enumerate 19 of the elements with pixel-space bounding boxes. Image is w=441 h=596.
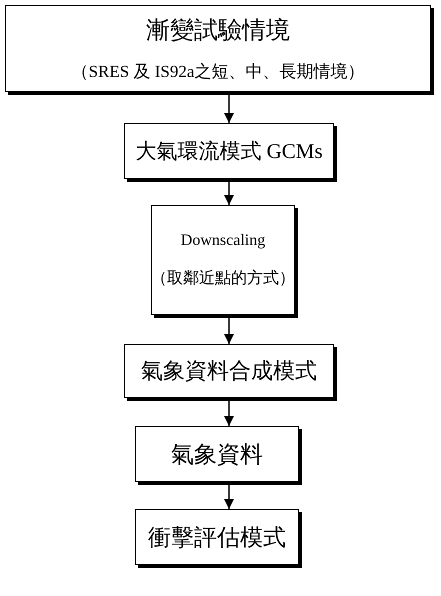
process-box [151, 205, 295, 315]
box-title: 大氣環流模式 GCMs [135, 138, 323, 165]
box-title: 漸變試驗情境 [146, 16, 290, 46]
arrow [224, 485, 234, 509]
process-box [135, 426, 299, 482]
box-subtitle: （取鄰近點的方式） [151, 268, 295, 288]
arrow [224, 95, 234, 123]
process-box [5, 5, 431, 92]
box-title: Downscaling [180, 232, 266, 250]
box-subtitle: （SRES 及 IS92a之短、中、長期情境） [72, 61, 364, 83]
arrow [224, 182, 234, 205]
arrow [224, 401, 234, 426]
process-box [124, 344, 334, 398]
box-title: 氣象資料合成模式 [141, 357, 317, 385]
box-title: 氣象資料 [171, 440, 263, 468]
arrow [224, 318, 234, 344]
box-title: 衝擊評估模式 [148, 524, 286, 552]
process-box [124, 123, 334, 179]
process-box [135, 509, 299, 565]
